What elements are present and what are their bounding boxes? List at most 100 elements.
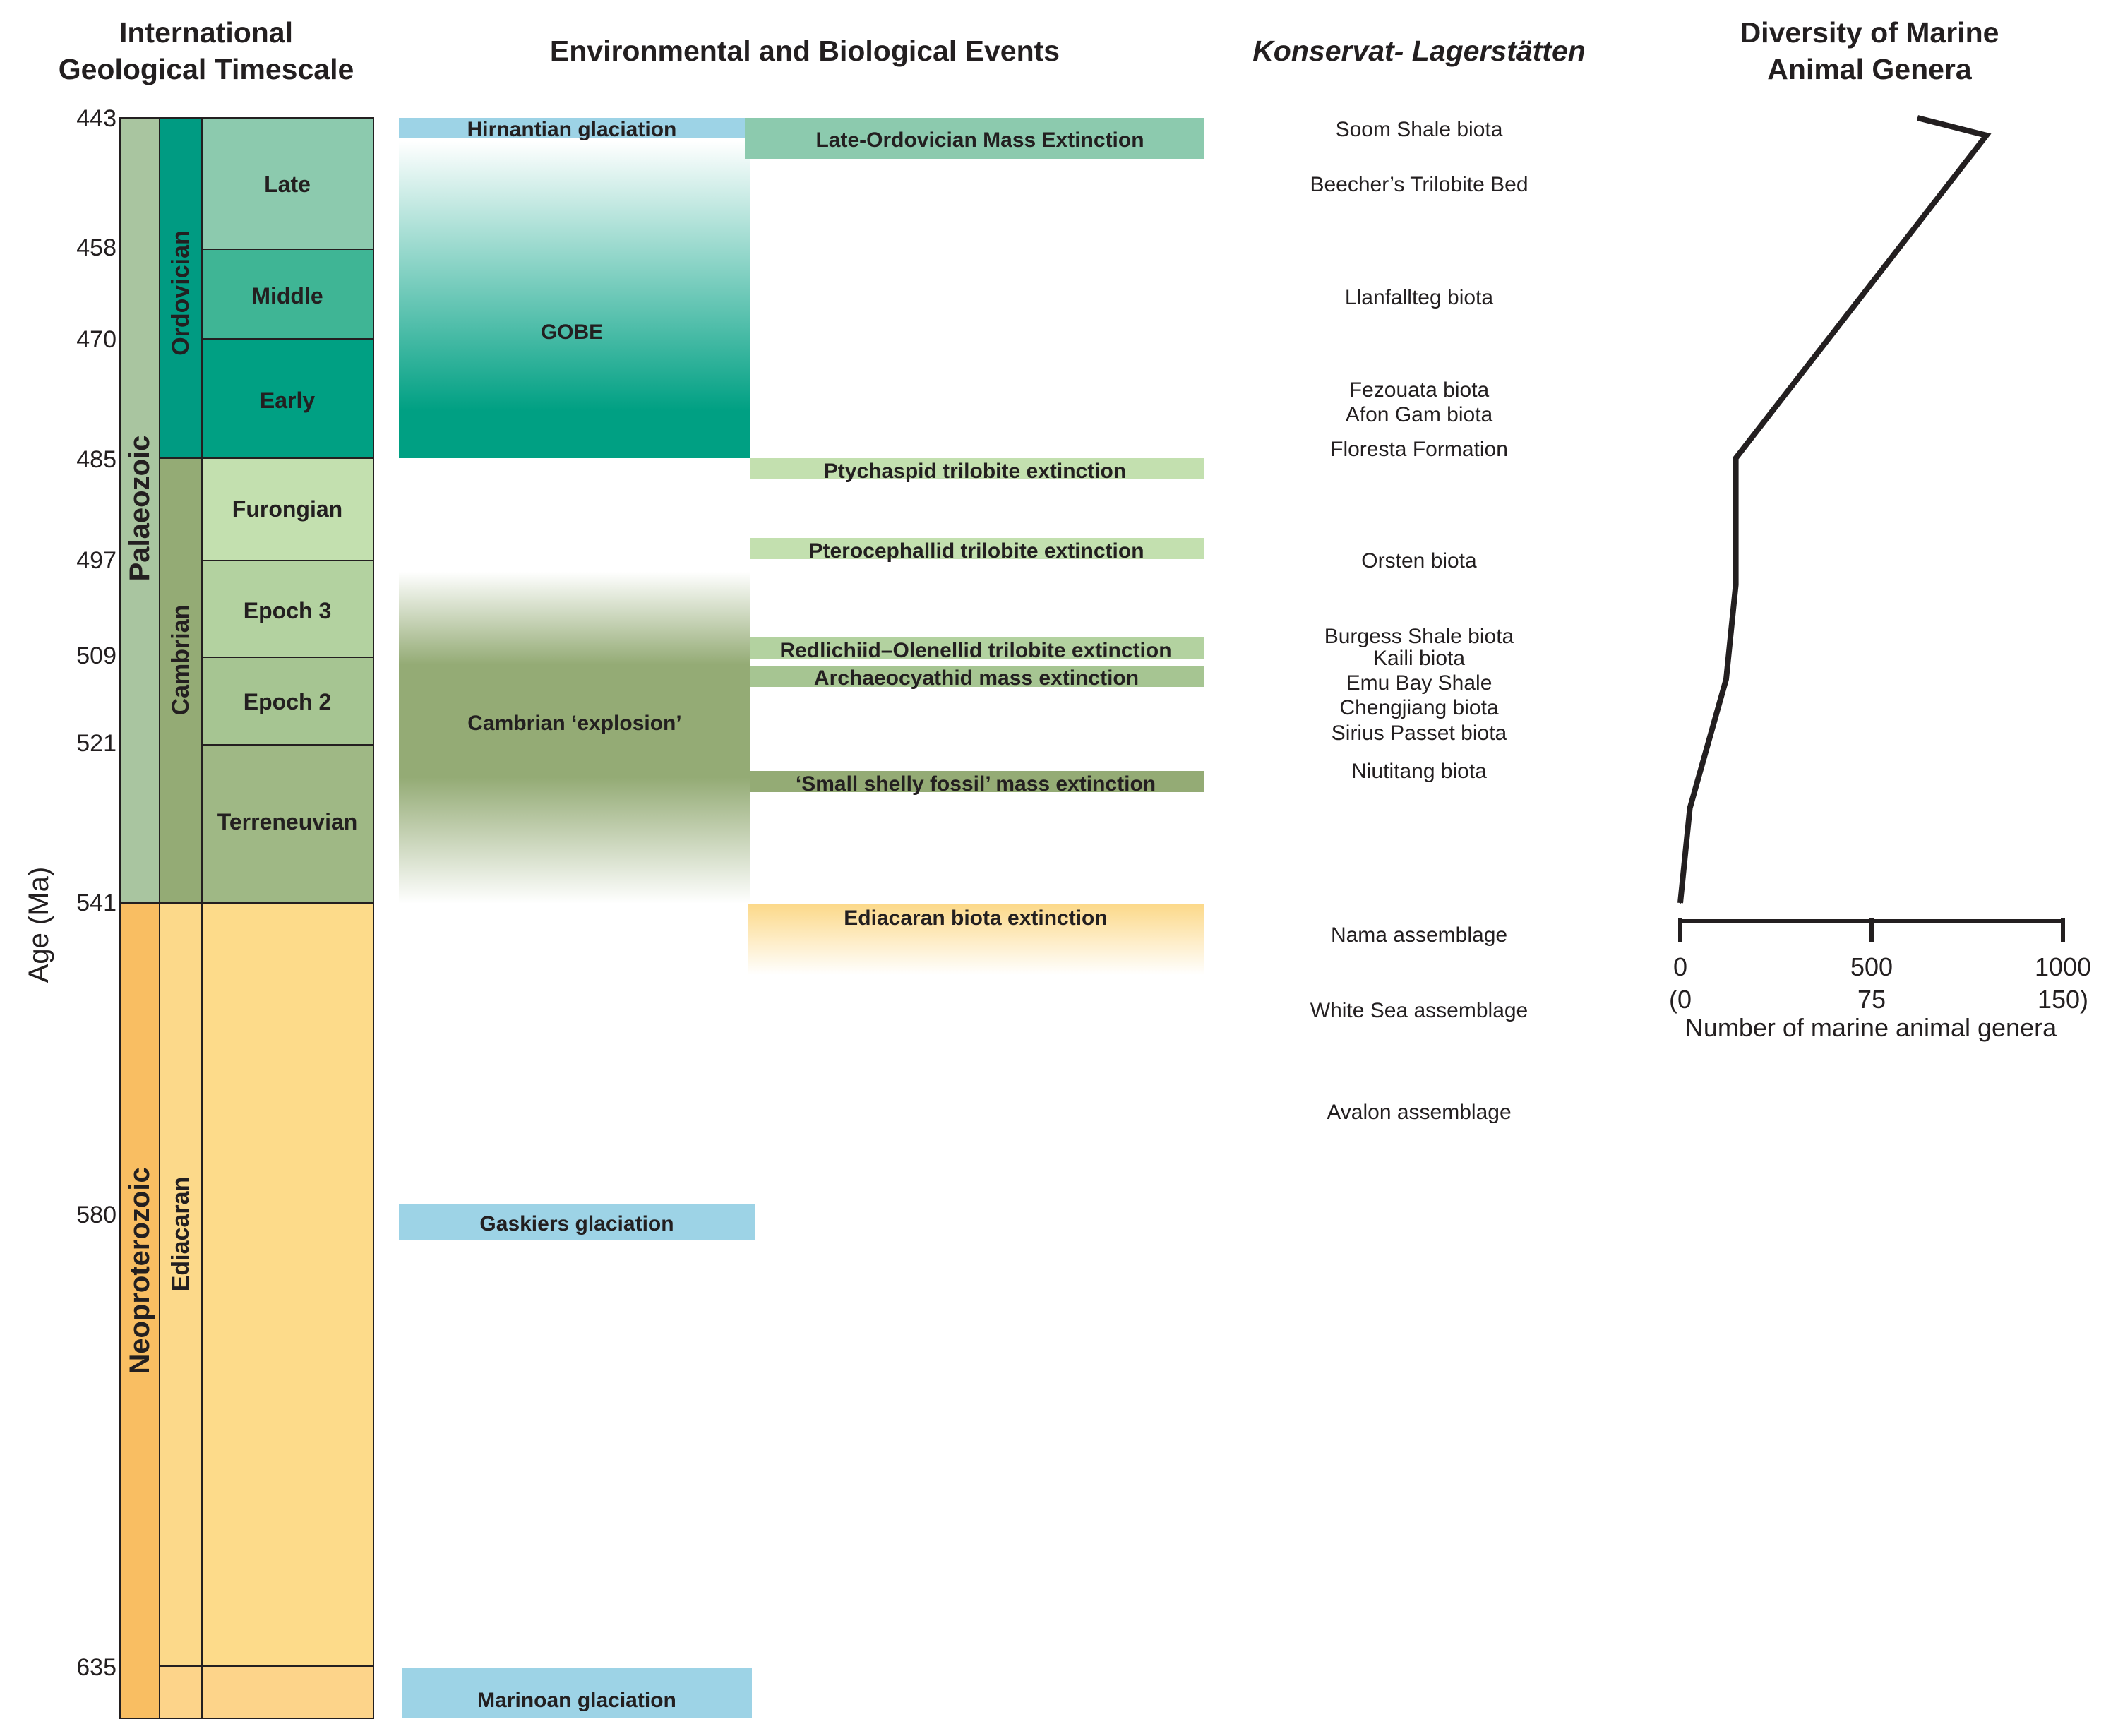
- diversity-point: [1725, 678, 1727, 680]
- diversity-series-line: [1677, 115, 1992, 904]
- lagerstatten-list: Soom Shale biota Beecher’s Trilobite Bed…: [1310, 118, 1528, 1124]
- diversity-point: [1680, 902, 1681, 904]
- age-tick: 443: [76, 105, 116, 132]
- epoch-terreneuvian-block: [201, 744, 374, 904]
- hirnantian-glaciation-label: Hirnantian glaciation: [467, 118, 677, 141]
- age-tick: 521: [76, 730, 116, 757]
- era-palaeozoic-block: [119, 117, 160, 904]
- epoch-furongian-label: Furongian: [232, 496, 342, 522]
- age-tick: 635: [76, 1654, 116, 1681]
- lagerstatte-item: Kaili biota: [1373, 647, 1465, 670]
- x-axis-secondary-tick-label: 75: [1857, 985, 1886, 1014]
- header-diversity-line2: Animal Genera: [1767, 53, 1973, 85]
- lagerstatte-item: Soom Shale biota: [1336, 118, 1503, 141]
- late-ordovician-extinction-label: Late-Ordovician Mass Extinction: [815, 128, 1144, 152]
- lagerstatte-item: White Sea assemblage: [1310, 999, 1528, 1022]
- gobe-label: GOBE: [541, 321, 603, 344]
- epoch-late-block: [201, 117, 374, 250]
- age-tick: 541: [76, 890, 116, 916]
- lagerstatte-item: Sirius Passet biota: [1332, 722, 1507, 745]
- lagerstatte-item: Llanfallteg biota: [1345, 286, 1493, 309]
- period-ordovician-label: Ordovician: [167, 230, 194, 356]
- epoch-early-block: [201, 338, 374, 459]
- lagerstatte-item: Floresta Formation: [1330, 438, 1508, 461]
- x-axis-secondary-tick-label: 150): [2038, 985, 2088, 1014]
- epoch-cryogenian-block: [201, 1665, 374, 1719]
- age-tick: 470: [76, 326, 116, 353]
- epoch-2-label: Epoch 2: [244, 689, 331, 714]
- header-events: Environmental and Biological Events: [550, 35, 1060, 67]
- age-tick: 580: [76, 1202, 116, 1228]
- epoch-ediacaran-block: [201, 902, 374, 1667]
- lagerstatte-item: Beecher’s Trilobite Bed: [1310, 173, 1528, 196]
- age-tick: 458: [76, 234, 116, 261]
- lagerstatte-item: Orsten biota: [1361, 549, 1477, 573]
- lagerstatte-item: Fezouata biota: [1349, 378, 1490, 402]
- ptychaspid-extinction-label: Ptychaspid trilobite extinction: [824, 460, 1126, 483]
- x-axis-tick-label: 0: [1673, 952, 1687, 981]
- x-axis-secondary-tick-label: (0: [1669, 985, 1692, 1014]
- epoch-early-label: Early: [260, 388, 315, 413]
- era-palaeozoic-label: Palaeozoic: [124, 436, 155, 582]
- x-axis-ticks: 0 (0 500 75 1000 150): [1669, 918, 2091, 1014]
- lagerstatte-item: Avalon assemblage: [1327, 1101, 1511, 1124]
- diversity-point: [1735, 584, 1737, 586]
- period-cambrian-label: Cambrian: [167, 605, 194, 716]
- gaskiers-glaciation-label: Gaskiers glaciation: [479, 1212, 674, 1235]
- era-neoproterozoic-block: [119, 902, 160, 1719]
- diversity-point: [1735, 457, 1737, 459]
- epoch-2-block: [201, 657, 374, 746]
- epoch-terreneuvian-label: Terreneuvian: [217, 809, 358, 834]
- period-cryogenian-block: [159, 1665, 203, 1719]
- epoch-3-label: Epoch 3: [244, 598, 331, 623]
- pterocephallid-extinction-bar: [750, 538, 1204, 559]
- archaeocyathid-extinction-label: Archaeocyathid mass extinction: [814, 666, 1139, 690]
- gobe-gradient-block: [399, 141, 750, 458]
- age-tick: 509: [76, 642, 116, 669]
- epoch-middle-label: Middle: [251, 283, 323, 309]
- header-diversity-line1: Diversity of Marine: [1740, 16, 1999, 49]
- gaskiers-glaciation-bar: [399, 1204, 755, 1240]
- era-neoproterozoic-label: Neoproterozoic: [124, 1167, 155, 1374]
- cambrian-explosion-label: Cambrian ‘explosion’: [467, 712, 681, 735]
- lagerstatte-item: Afon Gam biota: [1346, 403, 1493, 426]
- redlichiid-olenellid-extinction-bar: [750, 637, 1204, 659]
- header-timescale-line2: Geological Timescale: [59, 53, 354, 85]
- marinoan-glaciation-label: Marinoan glaciation: [477, 1689, 676, 1712]
- epoch-late-label: Late: [264, 172, 311, 197]
- diversity-point: [1917, 117, 1918, 119]
- age-axis-label: Age (Ma): [23, 867, 54, 983]
- diversity-point: [1689, 807, 1691, 809]
- diversity-point: [1985, 134, 1987, 136]
- period-ediacaran-label: Ediacaran: [167, 1177, 194, 1292]
- x-axis-label: Number of marine animal genera: [1685, 1013, 2057, 1042]
- lagerstatte-item: Niutitang biota: [1351, 760, 1487, 783]
- hirnantian-glaciation-bar: [399, 118, 745, 138]
- age-tick: 497: [76, 547, 116, 574]
- epoch-3-block: [201, 560, 374, 658]
- small-shelly-fossil-extinction-bar: [750, 771, 1204, 792]
- header-timescale-line1: International: [119, 16, 293, 49]
- ptychaspid-extinction-bar: [750, 458, 1204, 479]
- diversity-points: [1680, 117, 1987, 904]
- lagerstatte-item: Nama assemblage: [1331, 923, 1507, 947]
- redlichiid-olenellid-extinction-label: Redlichiid–Olenellid trilobite extinctio…: [779, 639, 1171, 662]
- x-axis-tick-label: 500: [1850, 952, 1893, 981]
- lagerstatte-item: Burgess Shale biota: [1324, 625, 1514, 648]
- lagerstatte-item: Chengjiang biota: [1339, 696, 1498, 719]
- ediacaran-biota-extinction-label: Ediacaran biota extinction: [844, 906, 1107, 930]
- small-shelly-fossil-extinction-label: ‘Small shelly fossil’ mass extinction: [796, 772, 1156, 796]
- x-axis-tick-label: 1000: [2035, 952, 2091, 981]
- header-lagerstatten: Konservat- Lagerstätten: [1252, 35, 1586, 67]
- pterocephallid-extinction-label: Pterocephallid trilobite extinction: [808, 539, 1144, 563]
- archaeocyathid-extinction-bar: [750, 666, 1204, 687]
- diversity-chart: 0 (0 500 75 1000 150) Number of marine animal…: [1669, 115, 2091, 1042]
- period-ordovician-block: [159, 117, 203, 459]
- cambrian-explosion-gradient-block: [399, 572, 750, 904]
- marinoan-glaciation-bar: [402, 1668, 752, 1718]
- lagerstatte-item: Emu Bay Shale: [1346, 671, 1492, 695]
- late-ordovician-extinction-bar: [745, 118, 1204, 159]
- ediacaran-biota-extinction-gradient: [748, 904, 1204, 975]
- age-axis-ticks: 443 458 470 485 497 509 521 541 580 635: [76, 105, 116, 1681]
